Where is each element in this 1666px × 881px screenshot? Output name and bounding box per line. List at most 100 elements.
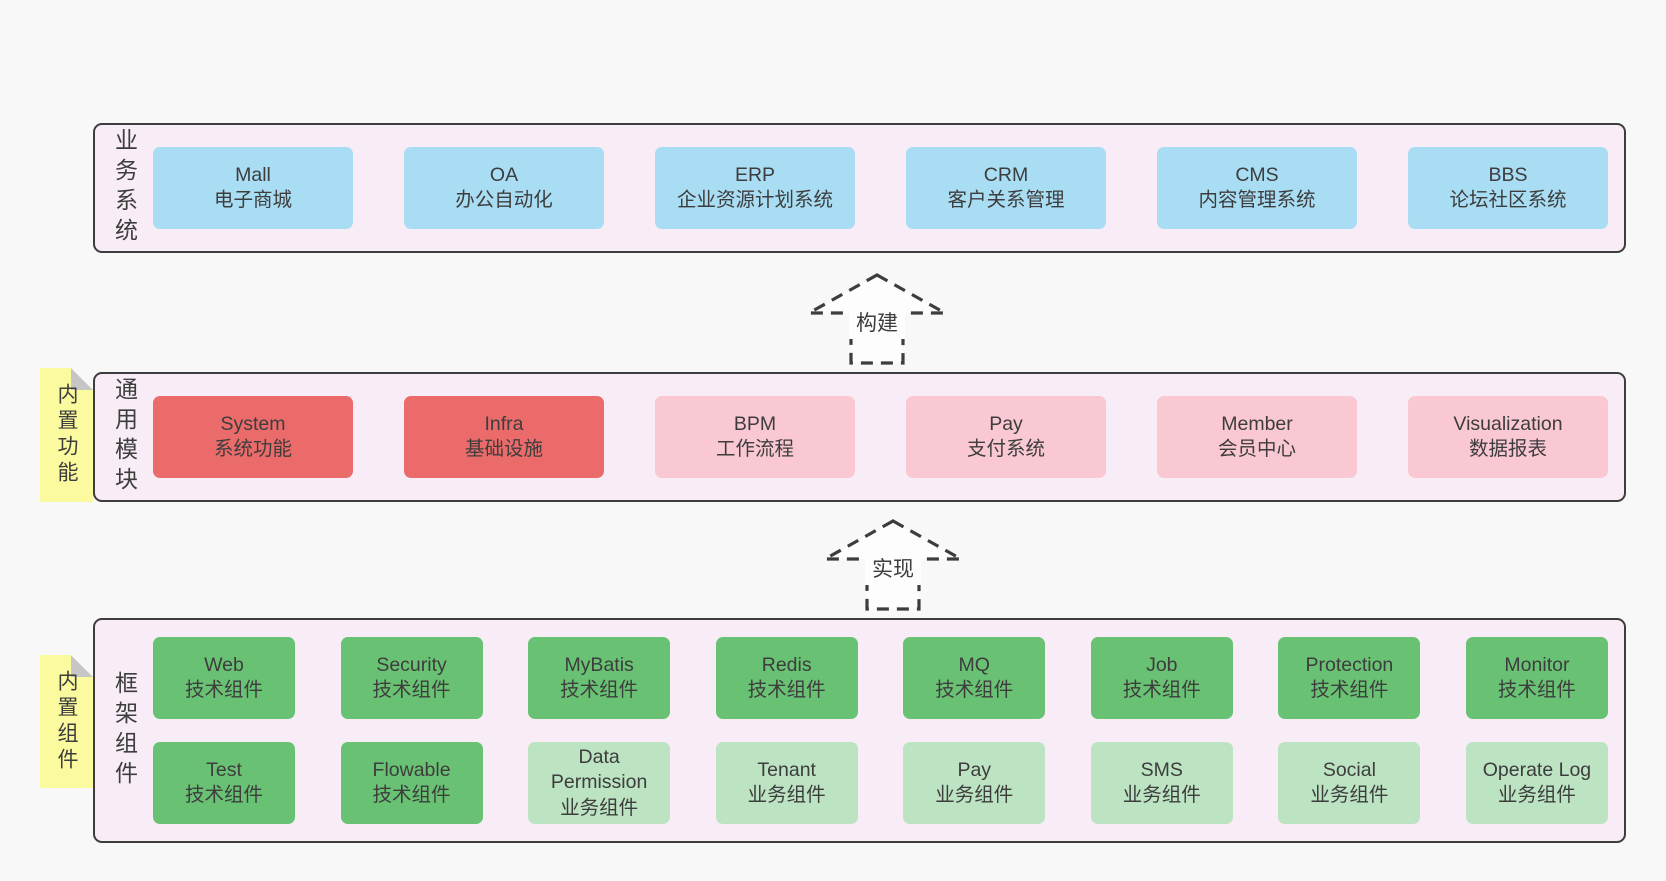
box-member: Member 会员中心 <box>1157 396 1357 478</box>
framework-components-rows: Web 技术组件 Security 技术组件 MyBatis 技术组件 Redi… <box>153 620 1624 841</box>
layer-label-text: 通用模块 <box>111 377 138 497</box>
common-modules-row: System 系统功能 Infra 基础设施 BPM 工作流程 Pay 支付系统… <box>153 374 1624 500</box>
box-subtitle: 业务组件 <box>1497 784 1576 806</box>
box-title: Web <box>204 653 244 676</box>
box-subtitle: 会员中心 <box>1217 438 1296 460</box>
sticky-note-built-in-components: 内置组件 <box>40 655 93 788</box>
arrow-label: 构建 <box>856 312 898 335</box>
box-subtitle: 业务组件 <box>1122 784 1201 806</box>
box-title: Redis <box>761 653 812 676</box>
box-subtitle: 业务组件 <box>747 784 826 806</box>
sticky-note-built-in-features: 内置功能 <box>40 368 93 502</box>
layer-label: 通用模块 <box>95 374 153 500</box>
box-title: System <box>220 412 286 435</box>
box-sms: SMS 业务组件 <box>1090 742 1233 824</box>
box-pay-component: Pay 业务组件 <box>903 742 1046 824</box>
box-subtitle: 技术组件 <box>184 679 263 701</box>
box-title: Operate Log <box>1482 758 1592 781</box>
box-title: BBS <box>1488 163 1528 186</box>
layer-label-text: 框架组件 <box>111 670 138 791</box>
box-title: Security <box>376 653 447 676</box>
layer-label-text: 业务系统 <box>111 128 138 248</box>
box-subtitle: 内容管理系统 <box>1198 189 1316 211</box>
box-subtitle: 技术组件 <box>747 679 826 701</box>
layer-label: 业务系统 <box>95 125 153 251</box>
box-title: CRM <box>983 163 1029 186</box>
box-system: System 系统功能 <box>153 396 353 478</box>
box-cms: CMS 内容管理系统 <box>1157 147 1357 229</box>
tech-components-row: Web 技术组件 Security 技术组件 MyBatis 技术组件 Redi… <box>153 637 1608 719</box>
box-title: Job <box>1146 653 1178 676</box>
layer-common-modules: 通用模块 System 系统功能 Infra 基础设施 BPM 工作流程 Pay… <box>93 372 1626 502</box>
box-subtitle: 支付系统 <box>966 438 1045 460</box>
box-mall: Mall 电子商城 <box>153 147 353 229</box>
box-security: Security 技术组件 <box>340 637 483 719</box>
box-title: OA <box>489 163 519 186</box>
box-title: Infra <box>484 412 524 435</box>
box-title: BPM <box>733 412 777 435</box>
box-subtitle: 业务组件 <box>1310 784 1389 806</box>
box-web: Web 技术组件 <box>153 637 295 719</box>
box-visualization: Visualization 数据报表 <box>1408 396 1608 478</box>
box-subtitle: 技术组件 <box>1310 679 1389 701</box>
box-title: Pay <box>989 412 1023 435</box>
box-data-permission: Data Permission 业务组件 <box>528 742 671 824</box>
box-title: MQ <box>958 653 990 676</box>
box-title: Test <box>206 758 242 781</box>
box-subtitle: 业务组件 <box>935 784 1014 806</box>
box-erp: ERP 企业资源计划系统 <box>655 147 855 229</box>
box-subtitle: 技术组件 <box>560 679 639 701</box>
box-monitor: Monitor 技术组件 <box>1465 637 1608 719</box>
biz-components-row: Test 技术组件 Flowable 技术组件 Data Permission … <box>153 742 1608 824</box>
box-bpm: BPM 工作流程 <box>655 396 855 478</box>
box-title: Visualization <box>1453 412 1563 435</box>
layer-label: 框架组件 <box>95 620 153 841</box>
box-subtitle: 基础设施 <box>464 438 543 460</box>
box-bbs: BBS 论坛社区系统 <box>1408 147 1608 229</box>
box-job: Job 技术组件 <box>1090 637 1233 719</box>
business-systems-row: Mall 电子商城 OA 办公自动化 ERP 企业资源计划系统 CRM 客户关系… <box>153 125 1624 251</box>
box-title: CMS <box>1235 163 1279 186</box>
layer-framework-components: 框架组件 Web 技术组件 Security 技术组件 MyBatis 技术组件… <box>93 618 1626 843</box>
box-title: Tenant <box>757 758 816 781</box>
arrow-up-icon: 实现 <box>818 519 968 611</box>
box-operate-log: Operate Log 业务组件 <box>1465 742 1608 824</box>
box-subtitle: 系统功能 <box>213 438 292 460</box>
sticky-note-label: 内置功能 <box>55 383 78 487</box>
box-subtitle: 技术组件 <box>1122 679 1201 701</box>
box-title: ERP <box>734 163 776 186</box>
box-title: Data Permission <box>550 745 648 794</box>
box-title: SMS <box>1140 758 1183 781</box>
box-test: Test 技术组件 <box>153 742 295 824</box>
arrow-implement: 实现 <box>818 518 968 612</box>
box-subtitle: 论坛社区系统 <box>1449 189 1567 211</box>
box-title: Social <box>1322 758 1376 781</box>
box-subtitle: 技术组件 <box>372 679 451 701</box>
box-subtitle: 业务组件 <box>560 796 639 819</box>
box-subtitle: 技术组件 <box>372 784 451 806</box>
box-protection: Protection 技术组件 <box>1278 637 1421 719</box>
box-subtitle: 企业资源计划系统 <box>676 189 833 211</box>
box-title: MyBatis <box>564 653 634 676</box>
box-subtitle: 工作流程 <box>715 438 794 460</box>
box-crm: CRM 客户关系管理 <box>906 147 1106 229</box>
box-subtitle: 电子商城 <box>213 189 292 211</box>
box-title: Protection <box>1305 653 1394 676</box>
box-subtitle: 数据报表 <box>1468 438 1547 460</box>
box-mq: MQ 技术组件 <box>903 637 1046 719</box>
box-oa: OA 办公自动化 <box>404 147 604 229</box>
box-redis: Redis 技术组件 <box>715 637 858 719</box>
box-subtitle: 技术组件 <box>184 784 263 806</box>
box-subtitle: 客户关系管理 <box>947 189 1065 211</box>
box-subtitle: 技术组件 <box>935 679 1014 701</box>
arrow-build: 构建 <box>802 272 952 366</box>
arrow-up-icon: 构建 <box>802 273 952 365</box>
box-subtitle: 办公自动化 <box>455 189 553 211</box>
box-title: Monitor <box>1504 653 1570 676</box>
box-mybatis: MyBatis 技术组件 <box>528 637 671 719</box>
box-social: Social 业务组件 <box>1278 742 1421 824</box>
box-title: Member <box>1221 412 1293 435</box>
arrow-label: 实现 <box>872 558 914 581</box>
box-infra: Infra 基础设施 <box>404 396 604 478</box>
